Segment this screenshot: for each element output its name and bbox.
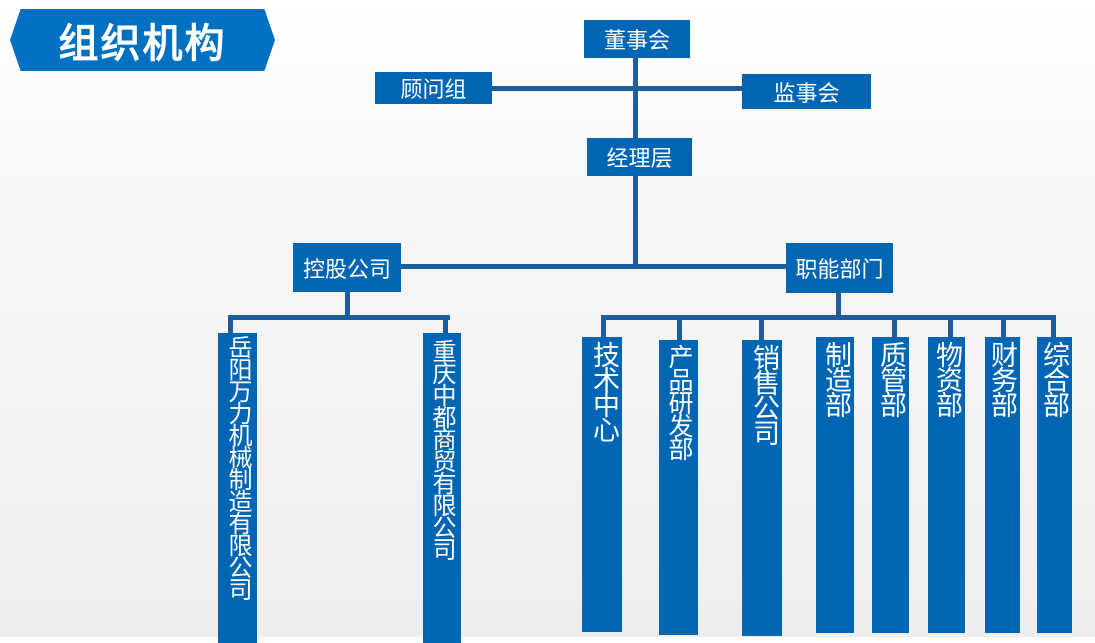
connector-line [1051, 315, 1056, 339]
subsidiary-chongqing: 重庆中都商贸有限公司 [423, 333, 461, 643]
connector-line [677, 315, 682, 341]
dept-product-rd: 产品研发部 [659, 340, 698, 635]
dept-general: 综合部 [1037, 337, 1072, 633]
node-management: 经理层 [587, 138, 692, 176]
node-holding: 控股公司 [293, 243, 401, 292]
connector-line [228, 315, 450, 320]
page-title: 组织机构 [10, 9, 275, 71]
dept-manufacturing: 制造部 [816, 337, 854, 633]
connector-line [759, 315, 764, 341]
connector-line [1001, 315, 1006, 339]
dept-tech-center: 技术中心 [582, 337, 622, 632]
connector-line [490, 86, 744, 91]
subsidiary-yueyang: 岳阳万力机械制造有限公司 [218, 333, 257, 643]
node-supervisors: 监事会 [742, 74, 871, 109]
node-board: 董事会 [584, 20, 690, 58]
connector-line [345, 290, 350, 319]
connector-line [601, 315, 1056, 320]
connector-line [228, 315, 233, 335]
dept-sales: 销售公司 [742, 340, 782, 636]
connector-line [601, 315, 606, 339]
connector-line [948, 315, 953, 339]
dept-finance: 财务部 [985, 337, 1020, 633]
dept-quality: 质管部 [872, 337, 909, 633]
node-advisors: 顾问组 [375, 72, 492, 104]
dept-materials: 物资部 [928, 337, 965, 633]
node-functional: 职能部门 [786, 243, 893, 293]
connector-line [836, 290, 841, 319]
connector-line [400, 264, 788, 269]
connector-line [892, 315, 897, 339]
connector-line [443, 315, 448, 335]
